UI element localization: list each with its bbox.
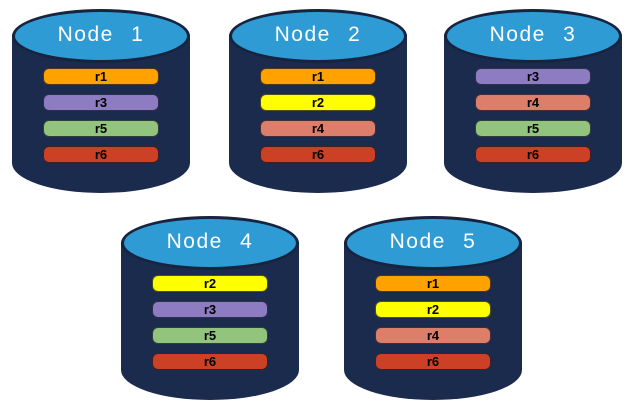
node-title: Node 2: [274, 23, 362, 46]
replica-bar: r3: [43, 94, 159, 111]
replica-bar: r3: [152, 301, 268, 318]
replica-bar: r5: [475, 120, 591, 137]
node-1-cylinder: Node 1 r1 r3 r5 r6: [12, 9, 190, 193]
replica-bar: r6: [43, 146, 159, 163]
replica-bar: r6: [260, 146, 376, 163]
replica-bar: r6: [475, 146, 591, 163]
node-5-cylinder: Node 5 r1 r2 r4 r6: [344, 216, 522, 400]
replica-bar: r5: [43, 120, 159, 137]
node-title: Node 1: [57, 23, 145, 46]
cylinder-top: Node 4: [121, 216, 299, 270]
node-title: Node 4: [166, 230, 254, 253]
node-4-cylinder: Node 4 r2 r3 r5 r6: [121, 216, 299, 400]
replica-list: r3 r4 r5 r6: [444, 68, 622, 163]
replica-bar: r2: [375, 301, 491, 318]
cylinder-top: Node 1: [12, 9, 190, 63]
replica-bar: r6: [375, 353, 491, 370]
cylinder-top: Node 2: [229, 9, 407, 63]
replica-bar: r6: [152, 353, 268, 370]
replica-bar: r2: [152, 275, 268, 292]
cylinder-top: Node 5: [344, 216, 522, 270]
replica-bar: r5: [152, 327, 268, 344]
replica-list: r2 r3 r5 r6: [121, 275, 299, 370]
replica-bar: r4: [260, 120, 376, 137]
replica-bar: r4: [375, 327, 491, 344]
node-title: Node 5: [389, 230, 477, 253]
replica-list: r1 r2 r4 r6: [344, 275, 522, 370]
replica-bar: r4: [475, 94, 591, 111]
replica-bar: r3: [475, 68, 591, 85]
node-title: Node 3: [489, 23, 577, 46]
node-2-cylinder: Node 2 r1 r2 r4 r6: [229, 9, 407, 193]
replica-bar: r1: [260, 68, 376, 85]
replica-bar: r1: [375, 275, 491, 292]
cylinder-top: Node 3: [444, 9, 622, 63]
replica-bar: r1: [43, 68, 159, 85]
replica-list: r1 r3 r5 r6: [12, 68, 190, 163]
replica-bar: r2: [260, 94, 376, 111]
node-3-cylinder: Node 3 r3 r4 r5 r6: [444, 9, 622, 193]
replica-list: r1 r2 r4 r6: [229, 68, 407, 163]
